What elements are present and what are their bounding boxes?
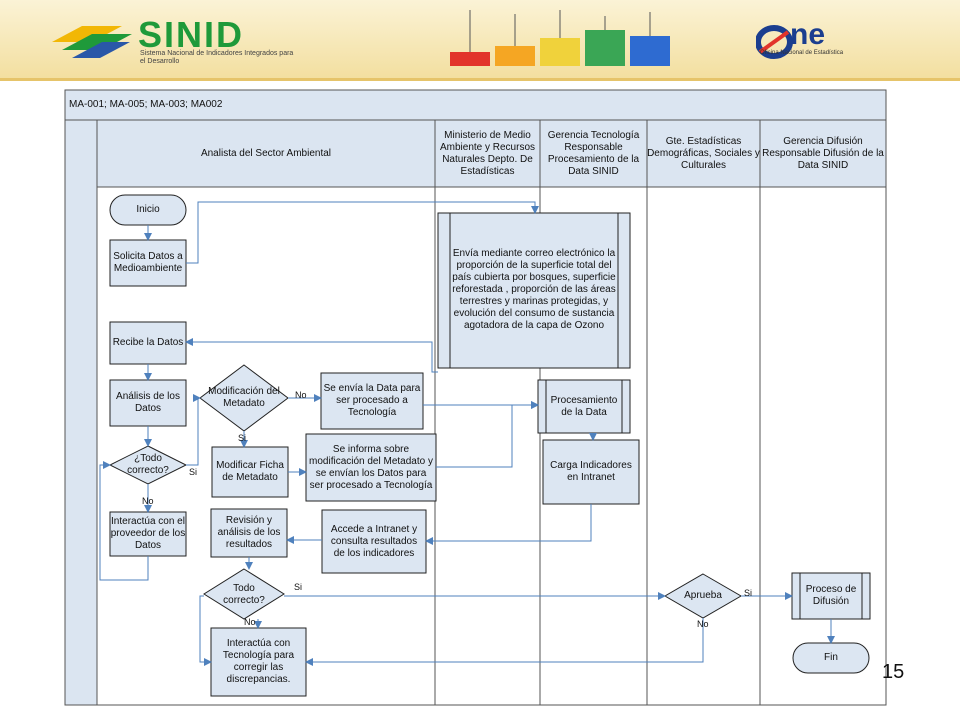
node-modificar-ficha: Modificar Ficha de Metadato [216,460,284,483]
node-procesamiento: Procesamiento de la Data [550,394,618,418]
one-subtitle: Oficina Nacional de Estadística [760,50,844,56]
process-solicita [109,239,187,287]
lane-header-tecnologia: Gerencia Tecnología Responsable Procesam… [547,129,640,177]
edge [99,461,149,581]
lane-header-estadisticas: Gte. Estadísticas Demográficas, Sociales… [647,135,760,171]
node-carga-indicadores: Carga Indicadores en Intranet [550,460,632,483]
sinid-subtitle: Sistema Nacional de Indicadores Integrad… [140,50,294,65]
node-solicita: Solicita Datos a Medioambiente [113,251,183,274]
lane-header-row [96,119,887,188]
title-row-text: MA-001; MA-005; MA-003; MA002 [69,99,223,110]
edge-label-si: Si [744,588,753,598]
process-accede-intranet [321,509,427,574]
node-modificacion: Modificación del Metadato [208,386,280,409]
edge [436,401,539,468]
process-recibe [109,321,187,365]
subprocess-proceso-difusion [791,572,871,620]
node-todo-correcto-2: Todo correcto? [223,583,265,606]
header-banner: SINID Sistema Nacional de Indicadores In… [0,0,960,81]
one-logo-text: ne [790,18,826,51]
sinid-logo-icon [52,26,132,58]
process-interactua-tecnologia [210,627,307,697]
edge [186,201,539,264]
process-revision [210,508,288,558]
node-fin: Fin [824,652,838,663]
edge-label-si: Si [294,582,303,592]
decision-todo-correcto-2 [203,568,285,620]
one-logo-icon [756,25,793,59]
node-interactua-tecnologia: Interactúa con Tecnología para corregir … [222,638,295,685]
edge [425,504,592,545]
node-envia-correo: Envía mediante correo electrónico la pro… [452,248,616,331]
node-todo-correcto-1: ¿Todo correcto? [127,453,169,476]
edge-label-no: No [295,390,307,400]
lane-header-analista: Analista del Sector Ambiental [200,147,332,159]
node-accede-intranet: Accede a Intranet y consulta resultados … [330,523,418,559]
title-row [64,89,887,121]
pool-label-column [64,119,98,706]
node-se-informa: Se informa sobre modificación del Metada… [309,443,433,491]
edge-label-no: No [244,617,256,627]
node-interactua-proveedor: Interactúa con el proveedor de los Datos [110,516,186,551]
node-inicio: Inicio [136,204,160,215]
edge-label-no: No [697,619,709,629]
edge-label-no: No [142,496,154,506]
edge-label-si: Si [238,433,247,443]
node-proceso-difusion: Proceso de Difusión [805,584,857,607]
edge [305,618,704,666]
subprocess-procesamiento [537,379,631,434]
subprocess-envia-correo [437,212,631,369]
edge [185,338,438,373]
node-aprueba: Aprueba [684,590,722,601]
lane-header-difusion: Gerencia Difusión Responsable Difusión d… [762,135,884,171]
node-revision: Revisión y análisis de los resultados [217,515,281,550]
edge [199,595,212,666]
edge-label-si: Si [189,467,198,477]
page-number: 15 [882,661,905,683]
process-se-informa [305,433,437,502]
node-se-envia: Se envía la Data para ser procesado a Te… [323,383,421,418]
edge [186,394,201,466]
node-recibe: Recibe la Datos [112,337,184,348]
sinid-logo-text: SINID [138,14,245,55]
process-carga-indicadores [542,439,640,505]
lane-header-ministerio: Ministerio de Medio Ambiente y Recursos … [439,129,536,177]
node-analisis: Análisis de los Datos [116,391,180,414]
bar-graphic-icon [450,10,670,66]
